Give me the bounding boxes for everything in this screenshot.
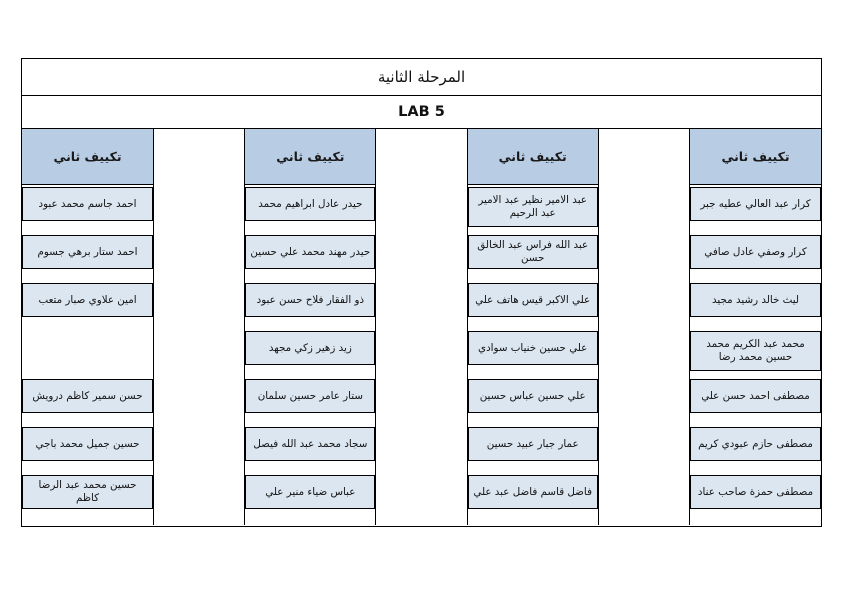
column-header-3: تكييف ثاني: [245, 129, 376, 185]
student-name-cell[interactable]: محمد عبد الكريم محمد حسين محمد رضا: [690, 331, 821, 371]
cell-slot: مصطفى حمزة صاحب عناد: [690, 475, 821, 523]
student-name-cell[interactable]: حسين محمد عبد الرضا كاظم: [22, 475, 154, 509]
cell-slot: عباس ضياء منير علي: [245, 475, 376, 523]
cell-slot: علي حسين عباس حسين: [467, 379, 598, 427]
student-name-cell[interactable]: حسين جميل محمد باجي: [22, 427, 154, 461]
roster-column-1: تكييف ثاني كرار عبد العالي عطيه جبر كرار…: [689, 129, 821, 525]
cell-slot: ذو الفقار فلاح حسن عبود: [245, 283, 376, 331]
roster-column-2: تكييف ثاني عبد الامير نظير عبد الامير عب…: [466, 129, 599, 525]
student-name-cell[interactable]: مصطفى احمد حسن علي: [690, 379, 821, 413]
column-cells-1: كرار عبد العالي عطيه جبر كرار وصفي عادل …: [690, 185, 821, 525]
cell-slot: حسن سمير كاظم درويش: [22, 379, 154, 427]
roster-table: المرحلة الثانية LAB 5 تكييف ثاني كرار عب…: [21, 58, 822, 527]
column-header-4: تكييف ثاني: [22, 129, 154, 185]
cell-slot: عبد الامير نظير عبد الامير عبد الرحيم: [467, 187, 598, 235]
student-name-cell[interactable]: عبد الله فراس عبد الخالق حسن: [467, 235, 598, 269]
lab-label-row: LAB 5: [22, 96, 821, 129]
cell-slot: كرار عبد العالي عطيه جبر: [690, 187, 821, 235]
cell-slot: كرار وصفي عادل صافي: [690, 235, 821, 283]
cell-slot: سجاد محمد عبد الله فيصل: [245, 427, 376, 475]
cell-slot: امين علاوي صبار متعب: [22, 283, 154, 331]
columns-area: تكييف ثاني كرار عبد العالي عطيه جبر كرار…: [22, 129, 821, 525]
page-title: المرحلة الثانية: [377, 68, 466, 86]
column-header-1: تكييف ثاني: [690, 129, 821, 185]
student-name-cell[interactable]: كرار عبد العالي عطيه جبر: [690, 187, 821, 221]
student-name-cell[interactable]: فاضل قاسم فاضل عبد علي: [467, 475, 598, 509]
empty-cell: [22, 331, 153, 365]
spacer-column-2: [376, 129, 466, 525]
student-name-cell[interactable]: حسن سمير كاظم درويش: [22, 379, 154, 413]
roster-column-3: تكييف ثاني حيدر عادل ابراهيم محمد حيدر م…: [244, 129, 377, 525]
cell-slot: زيد زهير زكي مجهد: [245, 331, 376, 379]
column-cells-4: احمد جاسم محمد عبود احمد ستار برهي جسوم …: [22, 185, 154, 525]
student-name-cell[interactable]: علي الاكبر قيس هاتف علي: [467, 283, 598, 317]
student-name-cell[interactable]: علي حسين خنياب سوادي: [467, 331, 598, 365]
table-title-row: المرحلة الثانية: [22, 59, 821, 96]
student-name-cell[interactable]: كرار وصفي عادل صافي: [690, 235, 821, 269]
student-name-cell[interactable]: عباس ضياء منير علي: [245, 475, 376, 509]
student-name-cell[interactable]: حيدر مهند محمد علي حسين: [245, 235, 376, 269]
cell-slot: عمار جبار عبيد حسين: [467, 427, 598, 475]
cell-slot: احمد ستار برهي جسوم: [22, 235, 154, 283]
cell-slot: حسين محمد عبد الرضا كاظم: [22, 475, 154, 523]
column-cells-3: حيدر عادل ابراهيم محمد حيدر مهند محمد عل…: [245, 185, 376, 525]
cell-slot: محمد عبد الكريم محمد حسين محمد رضا: [690, 331, 821, 379]
student-name-cell[interactable]: احمد جاسم محمد عبود: [22, 187, 154, 221]
spacer-column-1: [599, 129, 689, 525]
student-name-cell[interactable]: مصطفى حمزة صاحب عناد: [690, 475, 821, 509]
cell-slot: عبد الله فراس عبد الخالق حسن: [467, 235, 598, 283]
student-name-cell[interactable]: سجاد محمد عبد الله فيصل: [245, 427, 376, 461]
cell-slot: حسين جميل محمد باجي: [22, 427, 154, 475]
cell-slot: احمد جاسم محمد عبود: [22, 187, 154, 235]
cell-slot: حيدر عادل ابراهيم محمد: [245, 187, 376, 235]
student-name-cell[interactable]: احمد ستار برهي جسوم: [22, 235, 154, 269]
cell-slot: مصطفى احمد حسن علي: [690, 379, 821, 427]
student-name-cell[interactable]: ليث خالد رشيد مجيد: [690, 283, 821, 317]
student-name-cell[interactable]: حيدر عادل ابراهيم محمد: [245, 187, 376, 221]
cell-slot: علي حسين خنياب سوادي: [467, 331, 598, 379]
roster-column-4: تكييف ثاني احمد جاسم محمد عبود احمد ستار…: [22, 129, 155, 525]
spacer-column-3: [154, 129, 244, 525]
student-name-cell[interactable]: علي حسين عباس حسين: [467, 379, 598, 413]
student-name-cell[interactable]: ذو الفقار فلاح حسن عبود: [245, 283, 376, 317]
cell-slot: ليث خالد رشيد مجيد: [690, 283, 821, 331]
column-cells-2: عبد الامير نظير عبد الامير عبد الرحيم عب…: [467, 185, 598, 525]
cell-slot: حيدر مهند محمد علي حسين: [245, 235, 376, 283]
student-name-cell[interactable]: مصطفى حازم عبودي كريم: [690, 427, 821, 461]
student-name-cell[interactable]: امين علاوي صبار متعب: [22, 283, 154, 317]
cell-slot: فاضل قاسم فاضل عبد علي: [467, 475, 598, 523]
cell-slot: ستار عامر حسين سلمان: [245, 379, 376, 427]
column-header-2: تكييف ثاني: [467, 129, 598, 185]
student-name-cell[interactable]: ستار عامر حسين سلمان: [245, 379, 376, 413]
student-name-cell[interactable]: عمار جبار عبيد حسين: [467, 427, 598, 461]
student-name-cell[interactable]: زيد زهير زكي مجهد: [245, 331, 376, 365]
cell-slot: [22, 331, 153, 379]
cell-slot: مصطفى حازم عبودي كريم: [690, 427, 821, 475]
cell-slot: علي الاكبر قيس هاتف علي: [467, 283, 598, 331]
student-name-cell[interactable]: عبد الامير نظير عبد الامير عبد الرحيم: [467, 187, 598, 227]
lab-label: LAB 5: [398, 104, 445, 120]
